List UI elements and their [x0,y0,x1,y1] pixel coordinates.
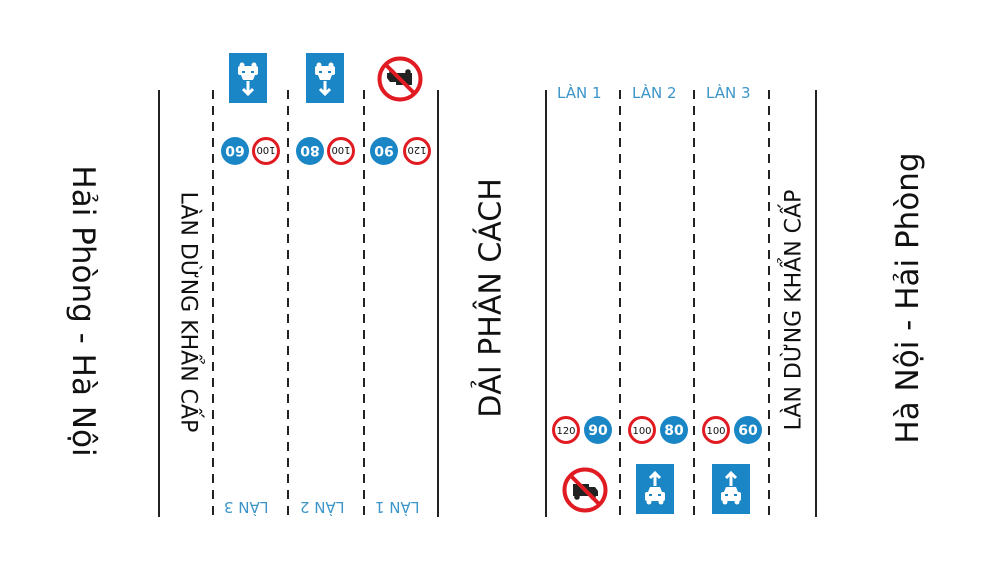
max-speed-sign: 100 [327,137,355,165]
median-label: DẢI PHÂN CÁCH [473,178,509,418]
emergency-lane-right-label: LÀN DỪNG KHẨN CẤP [781,189,807,431]
max-speed-value: 100 [632,426,651,437]
min-speed-sign: 60 [221,137,249,165]
right-lane-label: LÀN 3 [706,84,751,102]
car-only-lane-icon [636,464,674,514]
max-speed-sign: 100 [252,137,280,165]
car-only-lane-icon [229,53,267,103]
min-speed-sign: 60 [734,416,762,444]
max-speed-sign: 120 [552,416,580,444]
min-speed-value: 60 [225,142,245,158]
min-speed-sign: 90 [370,137,398,165]
car-only-lane-icon [712,464,750,514]
no-trucks-icon [377,56,423,102]
left-lane-label: LÀN 1 [375,498,420,516]
max-speed-sign: 100 [702,416,730,444]
direction-left-label: Hải Phòng - Hà Nội [65,165,101,457]
car-only-lane-icon [306,53,344,103]
max-speed-sign: 120 [403,137,431,165]
no-trucks-icon [562,467,608,513]
min-speed-value: 60 [738,423,758,439]
left-lane-label: LÀN 2 [300,498,345,516]
max-speed-sign: 100 [628,416,656,444]
min-speed-value: 90 [374,142,394,158]
min-speed-value: 90 [588,423,608,439]
right-lane-label: LÀN 2 [632,84,677,102]
left-lane-label: LÀN 3 [224,498,269,516]
min-speed-value: 80 [300,142,320,158]
min-speed-sign: 80 [296,137,324,165]
max-speed-value: 100 [331,144,350,155]
min-speed-value: 80 [664,423,684,439]
max-speed-value: 100 [256,144,275,155]
direction-right-label: Hà Nội - Hải Phòng [890,152,926,444]
min-speed-sign: 90 [584,416,612,444]
right-lane-label: LÀN 1 [557,84,602,102]
max-speed-value: 120 [556,426,575,437]
max-speed-value: 120 [407,144,426,155]
max-speed-value: 100 [706,426,725,437]
min-speed-sign: 80 [660,416,688,444]
emergency-lane-left-label: LÀN DỪNG KHẨN CẤP [175,191,201,433]
